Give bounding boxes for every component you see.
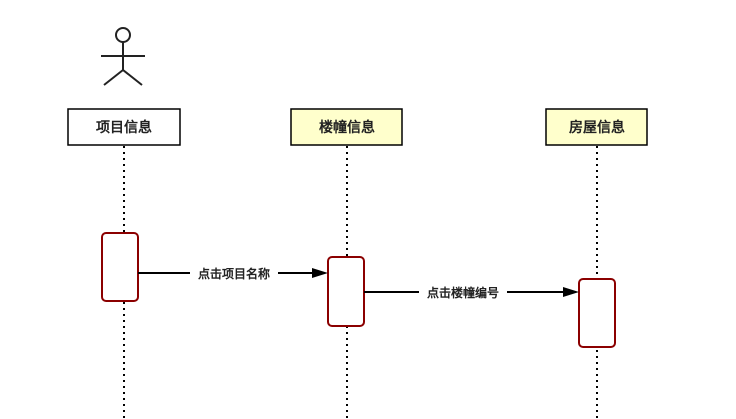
participant-building-info: 楼幢信息 (290, 108, 403, 146)
message-label: 点击项目名称 (198, 266, 270, 281)
actor-icon (101, 27, 145, 86)
participant-project-info: 项目信息 (67, 108, 181, 146)
message-label: 点击楼幢编号 (427, 285, 499, 300)
activation-bar (101, 232, 139, 302)
participant-house-info: 房屋信息 (545, 108, 648, 146)
arrowhead-icon (312, 268, 328, 278)
message-2: 点击楼幢编号 (364, 284, 579, 301)
participant-label: 楼幢信息 (319, 119, 375, 136)
participant-label: 项目信息 (96, 119, 152, 136)
message-1: 点击项目名称 (138, 265, 328, 282)
participant-label: 房屋信息 (569, 119, 625, 136)
activation-bar (578, 278, 616, 348)
activation-bar (327, 256, 365, 327)
arrowhead-icon (563, 287, 579, 297)
